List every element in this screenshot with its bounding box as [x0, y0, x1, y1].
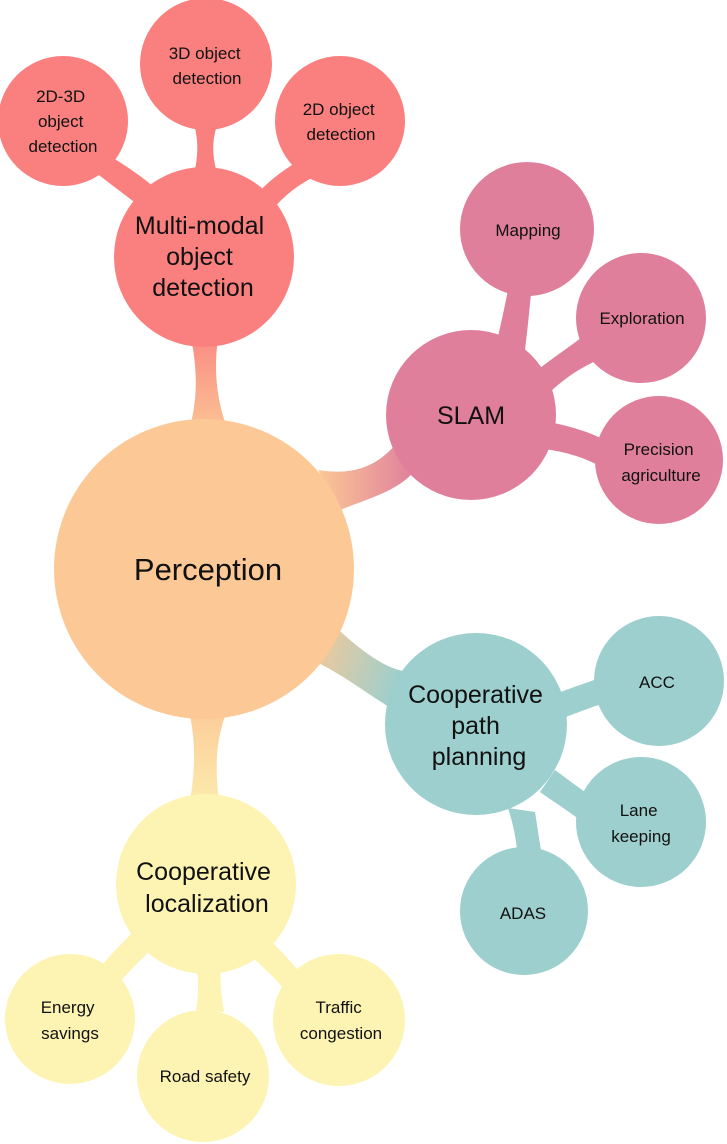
connector-slam-child-2 [535, 335, 598, 392]
label-localization-child-1-line-2: savings [41, 1024, 99, 1043]
node-localization-child-1 [5, 954, 135, 1084]
label-localization-child-2: Road safety [160, 1067, 251, 1086]
label-perception: Perception [134, 552, 282, 587]
label-multimodal-child-2-line-2: detection [173, 69, 242, 88]
node-localization [116, 794, 296, 974]
label-multimodal-child-3: 2D object detection [303, 100, 380, 144]
node-path-child-2 [576, 757, 706, 887]
label-multimodal-child-2-line-1: 3D object [169, 44, 241, 63]
label-path-child-2-line-1: Lane [620, 801, 658, 820]
labels: Perception Multi-modal object detection … [29, 44, 701, 1086]
connector-perception-slam [318, 432, 415, 510]
label-localization-child-3-line-1: Traffic [315, 998, 362, 1017]
connector-multimodal-child-2 [192, 118, 220, 182]
label-localization-line-1: Cooperative [136, 858, 271, 886]
label-multimodal-line-1: Multi-modal [135, 212, 264, 240]
node-slam [386, 330, 556, 500]
label-path-child-1: ACC [639, 673, 675, 692]
label-multimodal-child-1-line-2: object [38, 112, 84, 131]
node-slam-child-3 [595, 396, 723, 524]
label-localization-line-2: localization [145, 890, 269, 918]
label-multimodal-line-2: object [166, 243, 233, 271]
label-multimodal-child-3-line-1: 2D object [303, 100, 375, 119]
label-multimodal: Multi-modal object detection [135, 212, 271, 302]
label-slam: SLAM [437, 402, 505, 430]
label-multimodal-child-1-line-3: detection [29, 137, 98, 156]
node-multimodal-child-3 [275, 56, 405, 186]
label-localization: Cooperative localization [136, 858, 278, 918]
label-multimodal-child-1: 2D-3D object detection [29, 87, 98, 156]
node-localization-child-2 [137, 1010, 269, 1142]
connector-perception-path [312, 622, 410, 712]
label-localization-child-3: Traffic congestion [300, 998, 382, 1043]
label-multimodal-child-1-line-1: 2D-3D [36, 87, 85, 106]
node-slam-child-1 [460, 162, 594, 296]
label-multimodal-line-3: detection [152, 274, 253, 302]
label-slam-child-3-line-1: Precision [624, 440, 694, 459]
label-localization-child-3-line-2: congestion [300, 1024, 382, 1043]
label-path-line-1: Cooperative [408, 681, 543, 709]
label-multimodal-child-2: 3D object detection [169, 44, 246, 88]
label-multimodal-child-3-line-2: detection [307, 125, 376, 144]
label-path-line-3: planning [432, 743, 527, 771]
node-localization-child-3 [273, 954, 405, 1086]
node-path [385, 633, 567, 815]
node-path-child-3 [460, 847, 588, 975]
label-path-line-2: path [451, 712, 500, 740]
label-path-child-3: ADAS [500, 904, 546, 923]
node-slam-child-2 [576, 253, 706, 383]
node-perception [54, 419, 354, 719]
label-path-child-2-line-2: keeping [611, 827, 671, 846]
label-localization-child-1: Energy savings [41, 998, 100, 1043]
connector-perception-multimodal [186, 318, 232, 440]
label-slam-child-3-line-2: agriculture [621, 466, 700, 485]
connector-slam-child-1 [496, 280, 532, 350]
label-slam-child-2: Exploration [599, 309, 684, 328]
label-path: Cooperative path planning [408, 681, 550, 771]
label-slam-child-1: Mapping [495, 221, 560, 240]
node-path-child-1 [594, 616, 724, 746]
label-localization-child-1-line-1: Energy [41, 998, 95, 1017]
node-multimodal [114, 167, 294, 347]
label-path-child-2: Lane keeping [611, 801, 671, 846]
label-slam-child-3: Precision agriculture [621, 440, 700, 485]
node-multimodal-child-2 [140, 0, 272, 130]
node-multimodal-child-1 [0, 56, 128, 186]
